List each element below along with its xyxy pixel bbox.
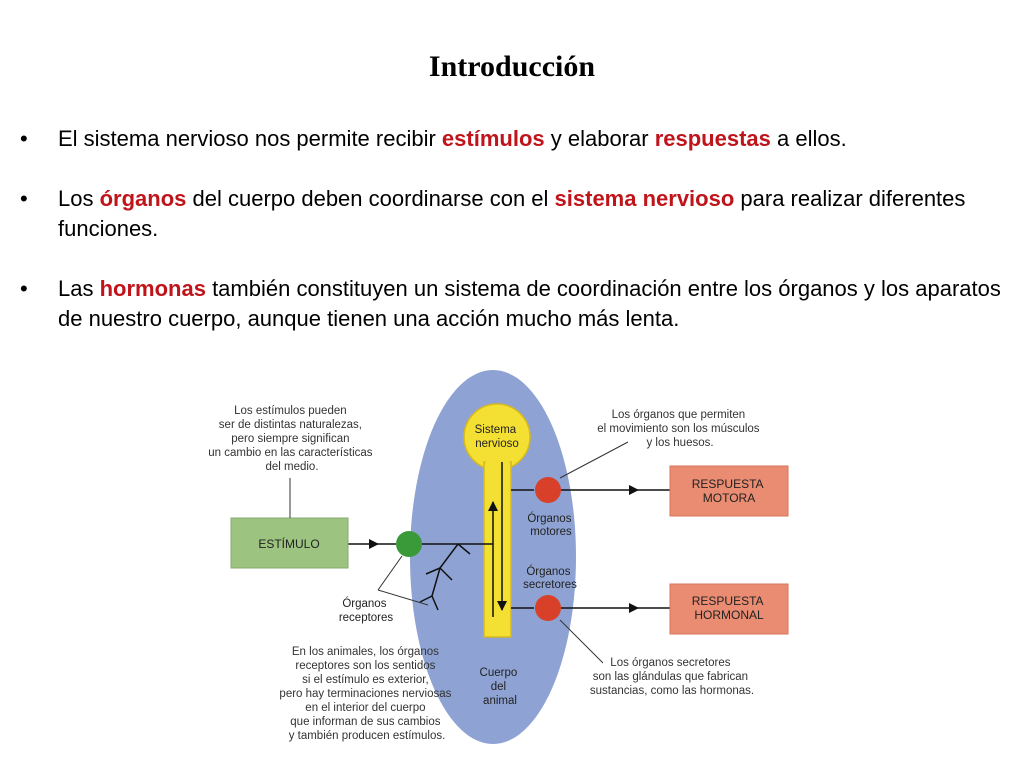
bullet-text-part: y elaborar xyxy=(544,126,655,151)
secretory-note-pointer xyxy=(559,619,604,664)
highlight-respuestas: respuestas xyxy=(654,126,771,151)
secretory-organ-dot xyxy=(535,595,561,621)
bullet-list: • El sistema nervioso nos permite recibi… xyxy=(20,124,1010,364)
motor-response-box xyxy=(669,465,789,517)
bullet-text-part: del cuerpo deben coordinarse con el xyxy=(186,186,555,211)
hormonal-response-label: RESPUESTA HORMONAL xyxy=(692,594,766,622)
bullet-text-part: a ellos. xyxy=(770,126,847,151)
bullet-item-stimuli: • El sistema nervioso nos permite recibi… xyxy=(20,124,1010,154)
stimulus-box xyxy=(230,517,349,569)
bullet-text-part: también constituyen un sistema de coordi… xyxy=(58,276,1001,331)
bullet-text-part: Las xyxy=(58,276,100,301)
bullet-text-part: El sistema nervioso nos permite recibir xyxy=(58,126,442,151)
bullet-dot: • xyxy=(20,126,28,151)
bullet-dot: • xyxy=(20,276,28,301)
label-organos-receptores: Órganos receptores xyxy=(339,597,394,624)
slide-title: Introducción xyxy=(428,50,596,83)
stimulus-note: Los estímulos pueden ser de distintas na… xyxy=(208,405,375,473)
highlight-sistema-nervioso: sistema nervioso xyxy=(554,186,735,211)
bullet-text: El sistema nervioso nos permite recibir … xyxy=(58,124,847,154)
receptor-note: En los animales, los órganos receptores … xyxy=(279,646,454,742)
receptor-pointer-2 xyxy=(377,589,429,606)
highlight-organos: órganos xyxy=(99,186,187,211)
highlight-estimulos: estímulos xyxy=(441,126,545,151)
motor-organ-dot xyxy=(535,477,561,503)
label-organos-secretores: Órganos secretores xyxy=(523,565,577,591)
bullet-dot: • xyxy=(20,186,28,211)
secretory-note: Los órganos secretores son las glándulas… xyxy=(590,657,754,697)
highlight-hormonas: hormonas xyxy=(99,276,206,301)
bullet-text-part: para realizar diferentes funciones. xyxy=(58,186,966,241)
label-cuerpo-del-animal: Cuerpo del animal xyxy=(480,667,521,707)
receptor-pointer-1 xyxy=(377,555,403,591)
label-organos-motores: Órganos motores xyxy=(527,512,574,538)
bullet-text-part: Los xyxy=(58,186,100,211)
stimulus-box-label: ESTÍMULO xyxy=(258,536,319,551)
bullet-item-hormones: • Las hormonas también constituyen un si… xyxy=(20,274,1010,334)
label-sistema-nervioso: Sistema nervioso xyxy=(475,424,520,450)
motor-note: Los órganos que permiten el movimiento s… xyxy=(597,409,763,449)
receptor-organ-dot xyxy=(396,531,422,557)
bullet-item-organs: • Los órganos del cuerpo deben coordinar… xyxy=(20,184,1010,244)
bullet-text: Las hormonas también constituyen un sist… xyxy=(58,274,1010,334)
bullet-text: Los órganos del cuerpo deben coordinarse… xyxy=(58,184,1010,244)
motor-note-pointer xyxy=(559,441,629,479)
hormonal-response-box xyxy=(669,583,789,635)
motor-response-label: RESPUESTA MOTORA xyxy=(692,477,766,505)
nerve-endings-branches xyxy=(419,543,471,611)
